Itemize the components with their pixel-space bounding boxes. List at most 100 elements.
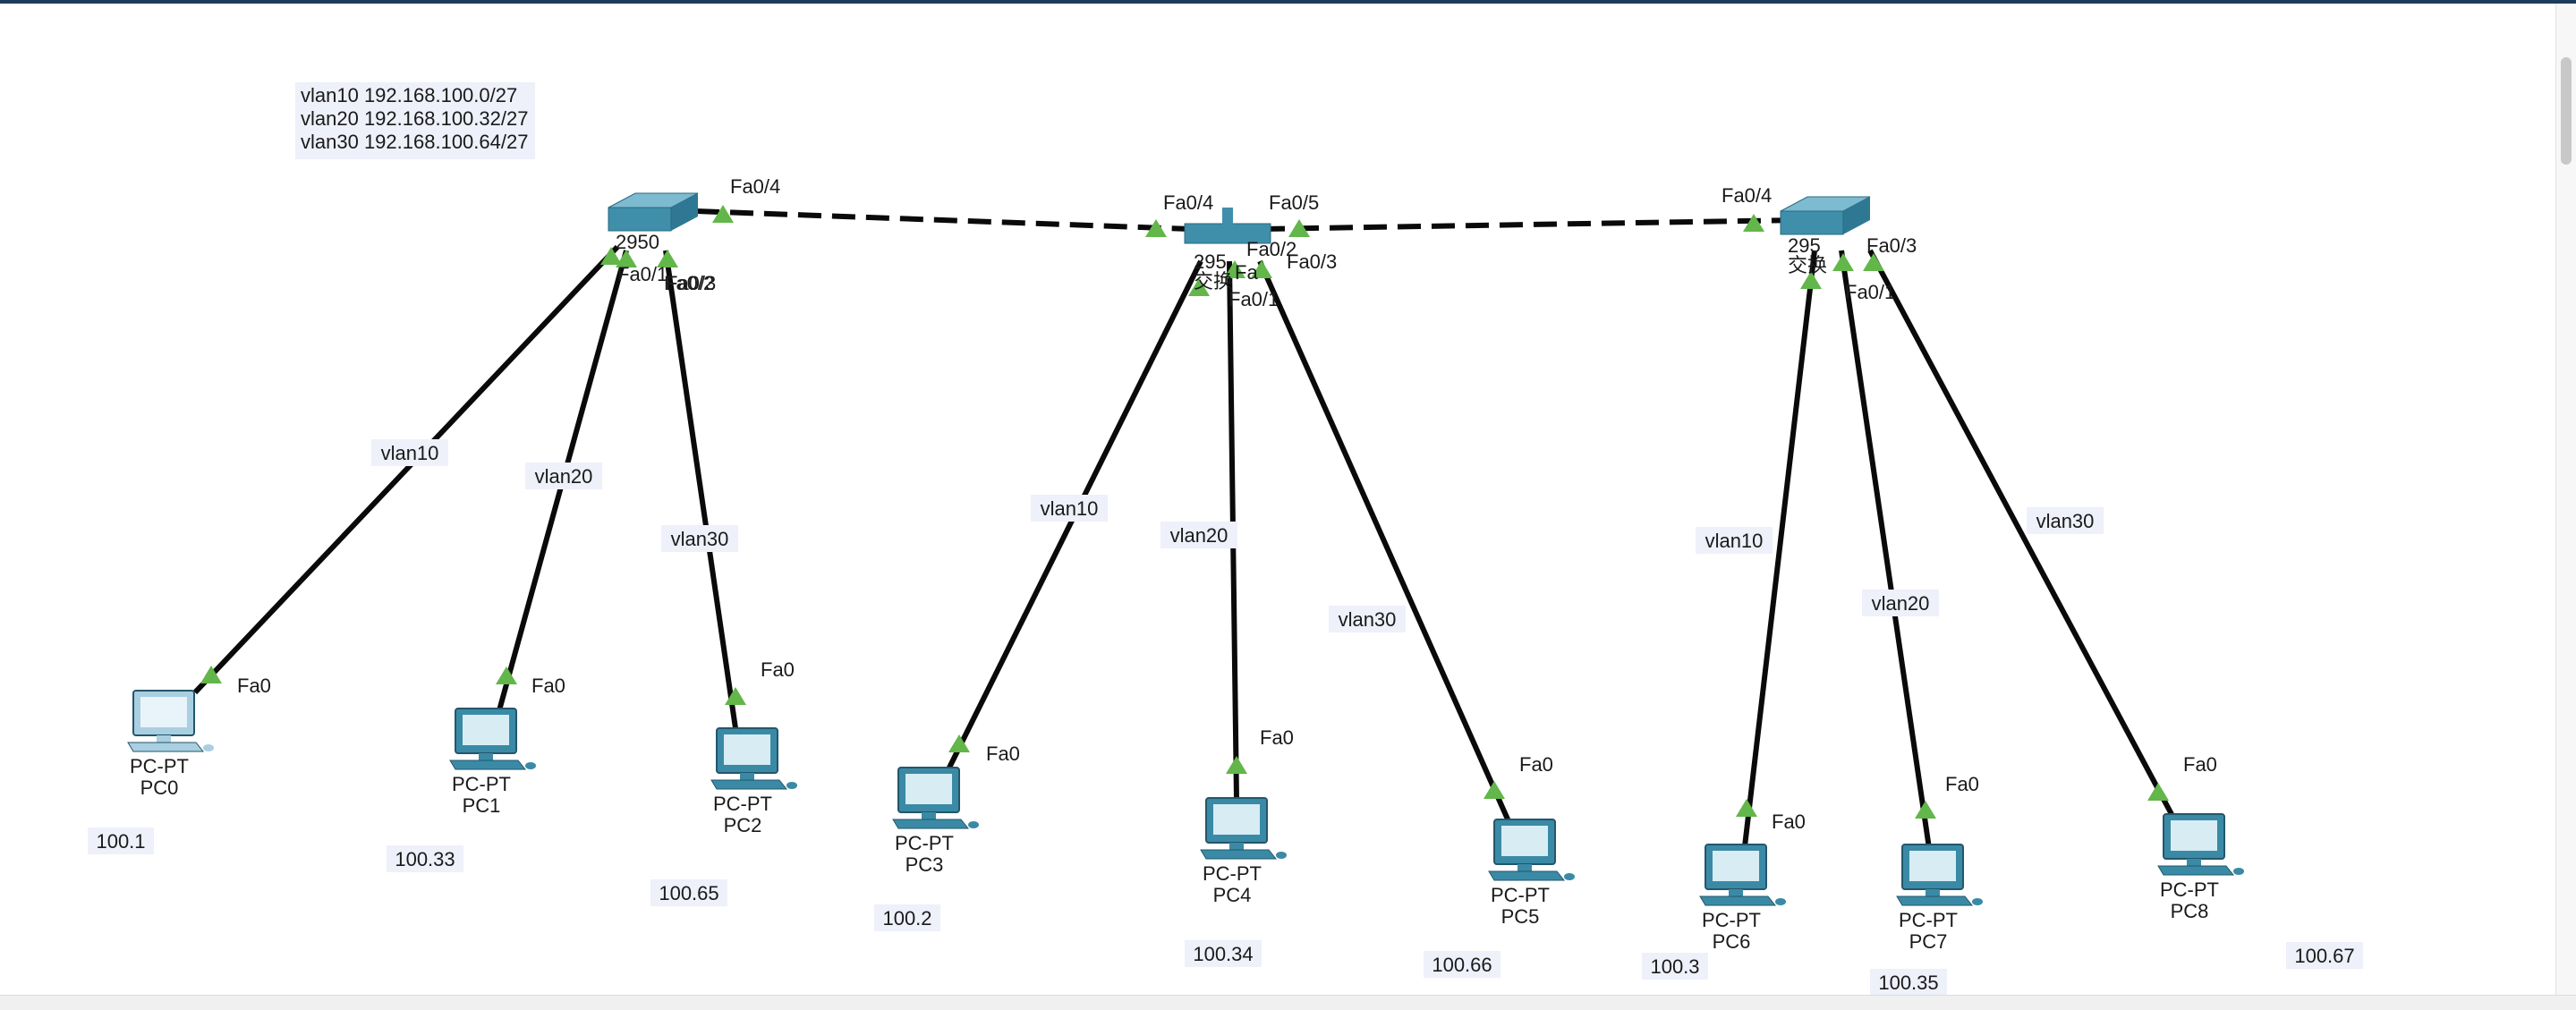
pc-mouse	[968, 821, 979, 828]
pc-stand	[1729, 889, 1743, 896]
pc-screen	[463, 715, 509, 745]
vertical-scrollbar[interactable]	[2555, 4, 2576, 995]
access-link[interactable]	[1867, 249, 2175, 818]
port-label: Fa0/4	[1163, 191, 1213, 214]
pc-screen	[1909, 851, 1956, 881]
subnet-note[interactable]: vlan10 192.168.100.0/27 vlan20 192.168.1…	[295, 82, 535, 159]
port-label: Fa0	[2183, 753, 2217, 776]
pc-pc8[interactable]	[2157, 813, 2244, 876]
pc-keyboard	[710, 779, 788, 790]
link-up-indicator	[1743, 214, 1764, 232]
link-up-indicator	[1224, 260, 1245, 278]
pc-name-label: PC8	[2171, 900, 2209, 922]
link-up-indicator	[600, 247, 622, 265]
pc-screen	[905, 774, 952, 804]
pc-keyboard	[449, 760, 527, 770]
vlan-label: vlan20	[1170, 524, 1228, 547]
pc-pc5[interactable]	[1488, 819, 1575, 881]
pc-pc0[interactable]	[127, 690, 214, 752]
pc-stand	[1926, 889, 1940, 896]
topology-canvas[interactable]: vlan10 192.168.100.0/27 vlan20 192.168.1…	[0, 4, 2576, 995]
switch-sw0[interactable]	[608, 192, 699, 232]
link-up-indicator	[496, 666, 517, 684]
pc-mouse	[1564, 873, 1575, 880]
pc-stand	[479, 753, 493, 760]
pc-keyboard	[892, 819, 970, 829]
port-label: Fa0/4	[1722, 184, 1772, 207]
vlan-label-bg	[1160, 522, 1237, 548]
port-label: Fa0/3	[666, 272, 716, 294]
pc-stand	[922, 812, 936, 819]
pc-pc2[interactable]	[710, 727, 797, 790]
vlan-label-bg	[525, 463, 602, 489]
pc-pc6[interactable]	[1699, 844, 1786, 906]
ip-label-bg	[650, 879, 727, 906]
vlan-label: vlan10	[1041, 497, 1099, 520]
switch-icon	[608, 207, 672, 232]
pc-type-label: PC-PT	[1702, 909, 1761, 931]
switch-model-label: 2950	[616, 231, 659, 253]
pc-type-label: PC-PT	[1203, 862, 1262, 885]
vlan-label-bg	[2027, 507, 2104, 534]
pc-mouse	[1276, 852, 1287, 859]
link-up-indicator	[1226, 756, 1247, 774]
pc-type-label: PC-PT	[2160, 878, 2219, 901]
port-label: Fa0	[1945, 773, 1979, 795]
vlan-label: vlan10	[1705, 530, 1764, 552]
horizontal-scrollbar[interactable]	[0, 995, 2576, 1010]
trunk-link[interactable]	[695, 208, 1191, 232]
pc-keyboard	[127, 742, 205, 752]
switch-sw2[interactable]	[1780, 196, 1871, 235]
link-up-indicator	[948, 734, 970, 752]
link-up-indicator	[1863, 253, 1884, 271]
pc-stand	[1518, 864, 1532, 871]
switch-name-label: 交换	[1788, 254, 1827, 276]
port-label: Fa0	[1772, 811, 1806, 833]
access-link[interactable]	[1839, 250, 1932, 849]
scroll-thumb[interactable]	[2561, 57, 2572, 165]
pc-name-label: PC0	[140, 777, 179, 799]
pc-pc1[interactable]	[449, 708, 536, 770]
port-label: Fa0/4	[730, 175, 780, 198]
port-label: Fa0/3	[1866, 234, 1917, 257]
pc-pc7[interactable]	[1896, 844, 1983, 906]
pc-pc3[interactable]	[892, 767, 979, 829]
access-link[interactable]	[1742, 250, 1817, 847]
pc-mouse	[2233, 868, 2244, 875]
ip-label-bg	[88, 828, 154, 854]
port-label: Fa0/1	[1228, 288, 1279, 310]
link-up-indicator	[1251, 260, 1272, 278]
ip-label-bg	[1870, 969, 1947, 995]
pc-pc4[interactable]	[1200, 797, 1287, 860]
switch-model-label: 295	[1788, 234, 1821, 257]
vlan-label: vlan20	[1872, 592, 1930, 615]
vlan-label-bg	[1031, 495, 1108, 522]
access-link[interactable]	[1257, 259, 1511, 823]
note-line-3: vlan30 192.168.100.64/27	[301, 131, 528, 153]
ip-label-bg	[1424, 951, 1501, 978]
ip-label-bg	[387, 845, 463, 872]
link-up-indicator	[616, 250, 637, 267]
link-up-indicator	[1145, 219, 1167, 237]
pc-mouse	[1775, 898, 1786, 905]
port-label: Fa0/5	[1269, 191, 1319, 214]
vlan-label-bg	[661, 525, 738, 552]
access-link[interactable]	[192, 244, 620, 695]
link-up-indicator	[1915, 801, 1936, 819]
trunk-link[interactable]	[1261, 217, 1799, 232]
port-label: Fa0	[761, 658, 795, 681]
links-layer	[192, 208, 2175, 849]
pc-mouse	[203, 744, 214, 751]
switch-sw1[interactable]	[1184, 208, 1271, 244]
port-label: Fa0/1	[617, 263, 667, 285]
vlan-label-bg	[1862, 590, 1939, 616]
pc-name-label: PC7	[1909, 930, 1948, 953]
pc-screen	[140, 697, 187, 727]
access-link[interactable]	[663, 250, 738, 729]
port-label: Fa0	[986, 743, 1020, 765]
ip-label-bg	[1642, 953, 1708, 980]
switch-name-label: 交换	[1194, 270, 1233, 293]
ip-label: 100.34	[1193, 943, 1253, 965]
ip-label-bg	[1185, 940, 1262, 967]
ip-label: 100.35	[1878, 972, 1938, 994]
